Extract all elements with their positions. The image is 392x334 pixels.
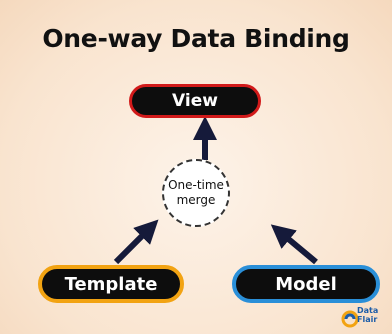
view-label: View <box>172 91 218 111</box>
one-time-merge-circle: One-time merge <box>162 159 230 227</box>
logo-text-line2: Flair <box>357 315 378 324</box>
template-label: Template <box>64 273 158 295</box>
diagram-title: One-way Data Binding <box>42 24 350 53</box>
template-node: Template <box>38 265 184 303</box>
merge-label-line2: merge <box>176 193 216 207</box>
arrow-model-to-merge <box>270 224 318 265</box>
merge-label-line1: One-time <box>168 178 224 192</box>
model-node: Model <box>232 265 380 303</box>
view-node: View <box>129 84 261 118</box>
arrow-template-to-merge <box>113 219 159 265</box>
model-label: Model <box>275 273 337 295</box>
logo-text: Data Flair <box>357 306 378 324</box>
logo-text-line1: Data <box>357 306 379 315</box>
dataflair-logo-icon <box>341 310 359 328</box>
